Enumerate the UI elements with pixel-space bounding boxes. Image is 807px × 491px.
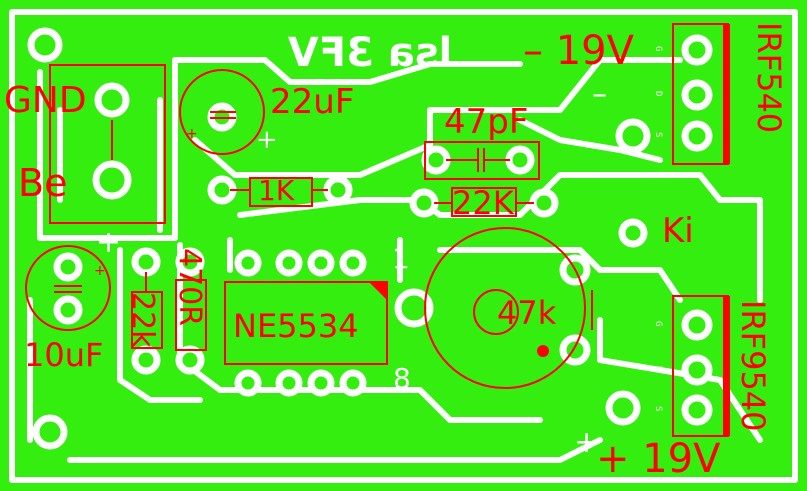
pad-ic-8 [339, 369, 367, 397]
pad-ic-6 [275, 369, 303, 397]
pad-r22k-left-2 [131, 345, 161, 375]
label-q-bottom: IRF9540 [734, 300, 772, 432]
pad-q2-g [681, 309, 713, 341]
plus-c10u: + [94, 263, 106, 279]
pot-dot [537, 345, 549, 357]
pad-r1k-2 [323, 175, 353, 205]
mirror-text: lsa 3FV [288, 30, 453, 76]
pad-c47p-1 [421, 145, 451, 175]
c22u-outline [179, 69, 265, 155]
pad-q2-s [681, 394, 713, 426]
label-470r: 470R [172, 248, 207, 326]
pad-ki [618, 218, 648, 248]
label-q-top: IRF540 [750, 22, 788, 133]
label-10uf: 10uF [24, 336, 103, 374]
r1k-outline [249, 177, 313, 207]
pad-q1-s [681, 120, 713, 152]
label-ic: NE5534 [233, 307, 359, 345]
label-be: Be [18, 161, 67, 205]
minus-pad: – [592, 77, 607, 112]
label-pin1: 1 [392, 242, 410, 275]
pad-q2-d [681, 354, 713, 386]
q2-pin-g: G [653, 321, 663, 326]
pad-r22k-1 [409, 188, 439, 218]
label-neg-supply: – 19V [523, 28, 635, 74]
pad-ic-4 [234, 249, 262, 277]
pad-ic-5 [234, 369, 262, 397]
pad-q1-s2 [615, 118, 651, 154]
c47p-outline [424, 141, 540, 180]
pad-ic-3 [275, 249, 303, 277]
ic-pin1-marker [369, 282, 387, 300]
label-1k: 1K [258, 174, 295, 207]
pad-gnd [94, 82, 130, 118]
plus-c22u: + [186, 126, 198, 142]
q1-pin-s: S [653, 132, 663, 137]
ic-outline [224, 281, 388, 365]
c10u-outline [25, 245, 111, 331]
connector-outline [49, 64, 166, 224]
silk-fill [369, 24, 730, 436]
pot-outline [424, 227, 586, 389]
plus-c10u-pad: + [96, 225, 121, 260]
pad-r470-2 [175, 345, 205, 375]
label-pos-supply: + 19V [596, 436, 721, 482]
label-pin8: 8 [393, 362, 411, 395]
label-47pf: 47pF [444, 102, 528, 142]
silkscreen [25, 23, 729, 437]
q1-pin-g: G [653, 46, 663, 51]
pad-r470-1 [175, 247, 205, 277]
label-gnd: GND [4, 80, 87, 121]
isolation-channels [9, 9, 798, 483]
label-pot: 47k [497, 294, 557, 332]
r470-outline [175, 279, 207, 351]
plus-pad: + [574, 425, 599, 460]
pad-ic-2 [307, 249, 335, 277]
pad-c47p-2 [505, 145, 535, 175]
q2-pin-d: D [653, 366, 663, 371]
label-22uf: 22uF [270, 82, 354, 122]
mount-hole-tl [27, 27, 63, 63]
q2-pin-s: S [653, 406, 663, 411]
pad-c22u-2 [207, 175, 237, 205]
pad-10u-2 [53, 295, 83, 325]
label-ki: Ki [662, 211, 694, 251]
label-22k-left: 22k [125, 292, 160, 348]
plus-c22u-pad: + [256, 125, 278, 155]
pad-pot-1 [394, 288, 434, 328]
pad-10u-1 [53, 252, 83, 282]
pad-ic-1 [339, 249, 367, 277]
mount-hole-bl [32, 414, 68, 450]
pad-ic-7 [307, 369, 335, 397]
label-22k-top: 22K [452, 184, 515, 222]
pad-q1-g [681, 34, 713, 66]
pad-q2-s2 [605, 390, 641, 426]
pad-r22k-left-1 [131, 247, 161, 277]
pad-be [92, 160, 132, 200]
pad-q1-d [681, 79, 713, 111]
q1-pin-d: D [653, 91, 663, 96]
pad-r22k-2 [529, 188, 559, 218]
